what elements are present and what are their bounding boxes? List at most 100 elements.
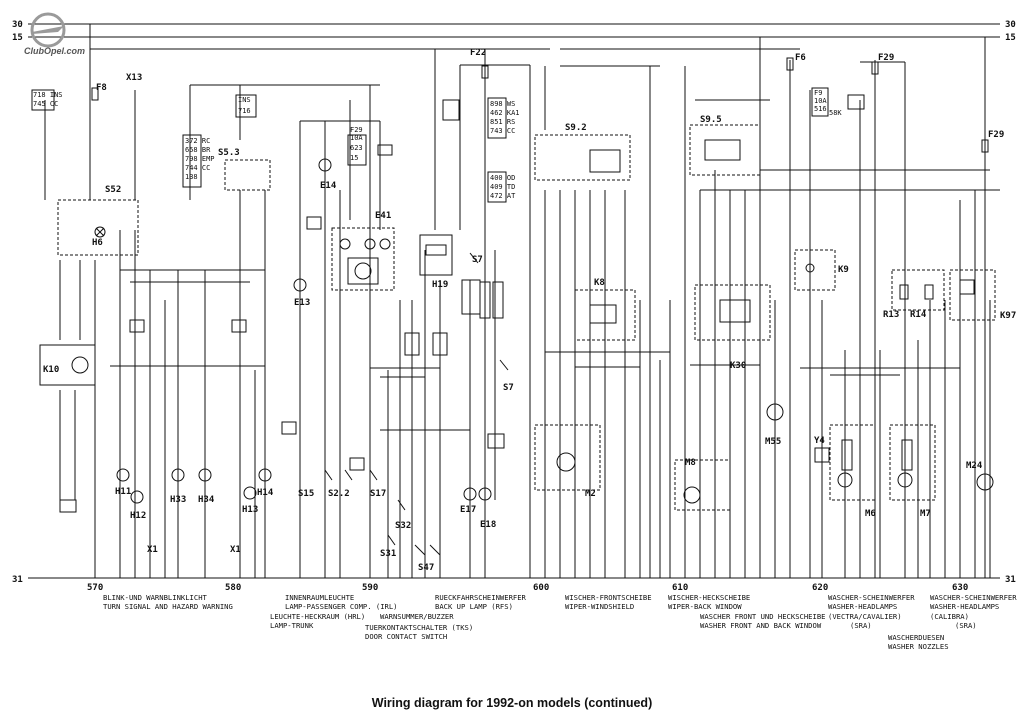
h33-label: H33 — [170, 495, 186, 505]
section-washer-hl2-line1: WASCHER-SCHEINWERFER — [930, 593, 1017, 602]
section-interior-line5: WARNSUMMER/BUZZER — [380, 612, 454, 621]
box-b3-line4: 744 CC — [185, 164, 210, 172]
s7-upper-label: S7 — [472, 255, 483, 265]
s17-label: S17 — [370, 489, 386, 499]
section-wiper-front-line2: WIPER-WINDSHIELD — [565, 602, 634, 611]
fuse-f6-label: F6 — [795, 53, 806, 63]
box-b5-line4: 743 CC — [490, 127, 515, 135]
e17-label: E17 — [460, 505, 476, 515]
box-b5-line1: 898 WS — [490, 100, 515, 108]
section-washer-hl2-line2: WASHER-HEADLAMPS — [930, 602, 999, 611]
section-570: 570 — [87, 583, 103, 593]
r13-label: R13 — [883, 310, 899, 320]
box-b7-line4: 58K — [829, 109, 842, 117]
section-interior-line7: DOOR CONTACT SWITCH — [365, 632, 447, 641]
s92-box — [534, 134, 631, 181]
m8-box — [674, 459, 731, 511]
s53-box — [224, 159, 271, 191]
rail-15-left-label: 15 — [12, 33, 23, 43]
e41-label: E41 — [375, 211, 391, 221]
section-interior-line1: INNENRAUMLEUCHTE — [285, 593, 354, 602]
k9-label: K9 — [838, 265, 849, 275]
m24-motor — [976, 473, 994, 491]
y4-label: Y4 — [814, 436, 825, 446]
box-b3-line5: 138 — [185, 173, 198, 181]
k10-label: K10 — [43, 365, 59, 375]
box-b3-line2: 658 BR — [185, 146, 211, 154]
m6-label: M6 — [865, 509, 876, 519]
section-washer-hl1-line3: (VECTRA/CAVALIER) — [828, 612, 902, 621]
fuse-f22-label: F22 — [470, 48, 486, 58]
watermark-text: ClubOpel.com — [24, 46, 86, 56]
box-b1-line1: 718 INS — [33, 91, 63, 99]
section-610: 610 — [672, 583, 688, 593]
k8-box — [574, 289, 636, 341]
r13-r14-box — [891, 269, 945, 311]
fuse-f29b-label: F29 — [988, 130, 1004, 140]
fuse-f29-label: F29 — [878, 53, 894, 63]
e13-label: E13 — [294, 298, 310, 308]
section-590: 590 — [362, 583, 378, 593]
section-turn-line2: TURN SIGNAL AND HAZARD WARNING — [103, 602, 233, 611]
rail-31-left-label: 31 — [12, 575, 23, 585]
diagram-caption: Wiring diagram for 1992-on models (conti… — [371, 696, 653, 710]
rail-30-left-label: 30 — [12, 20, 23, 30]
section-reverse-line2: BACK UP LAMP (RFS) — [435, 602, 513, 611]
section-nozzles-line1: WASCHERDUESEN — [888, 633, 944, 642]
box-b7-line2: 10A — [814, 97, 827, 105]
y4-valve — [814, 447, 830, 463]
m55-motor — [766, 403, 784, 421]
section-reverse-line1: RUECKFAHRSCHEINWERFER — [435, 593, 527, 602]
box-b1-line2: 745 CC — [33, 100, 58, 108]
section-washer-hl1-line2: WASHER-HEADLAMPS — [828, 602, 897, 611]
x1-left-label: X1 — [147, 545, 158, 555]
fuse-f8-label: F8 — [96, 83, 107, 93]
k30-label: K30 — [730, 361, 746, 371]
section-600: 600 — [533, 583, 549, 593]
section-wiper-front-line1: WISCHER-FRONTSCHEIBE — [565, 593, 652, 602]
k8-label: K8 — [594, 278, 605, 288]
h6-label: H6 — [92, 238, 103, 248]
m2-label: M2 — [585, 489, 596, 499]
s22-label: S2.2 — [328, 489, 350, 499]
s53-label: S5.3 — [218, 148, 240, 158]
h34-label: H34 — [198, 495, 215, 505]
x1-right-label: X1 — [230, 545, 241, 555]
m55-label: M55 — [765, 437, 781, 447]
box-b2-line2: 716 — [238, 107, 251, 115]
k30-box — [694, 284, 771, 341]
box-b3-line1: 372 RC — [185, 137, 210, 145]
k10-box — [39, 344, 96, 386]
section-turn-line1: BLINK-UND WARNBLINKLICHT — [103, 593, 208, 602]
s95-label: S9.5 — [700, 115, 722, 125]
section-wiper-back-line2: WIPER-BACK WINDOW — [668, 602, 742, 611]
box-b4-line4: 15 — [350, 154, 358, 162]
box-b6-line3: 472 AT — [490, 192, 516, 200]
section-washer-hl1-line1: WASCHER-SCHEINWERFER — [828, 593, 915, 602]
m7-box — [889, 424, 936, 501]
h13-label: H13 — [242, 505, 258, 515]
m7-label: M7 — [920, 509, 931, 519]
box-b5-line2: 462 KA1 — [490, 109, 520, 117]
x13-label: X13 — [126, 73, 142, 83]
section-nozzles-line2: WASHER NOZZLES — [888, 642, 949, 651]
s32-label: S32 — [395, 521, 411, 531]
s15-label: S15 — [298, 489, 314, 499]
k97-box — [949, 269, 996, 321]
box-b6-line1: 400 OD — [490, 174, 515, 182]
k9-box — [794, 249, 836, 291]
rail-15-right-label: 15 — [1005, 33, 1016, 43]
section-wiper-back-line1: WISCHER-HECKSCHEIBE — [668, 593, 750, 602]
section-620: 620 — [812, 583, 828, 593]
section-washer-hl1-line4: (SRA) — [850, 621, 872, 630]
box-b4-line2: 10A — [350, 134, 363, 142]
m2-box — [534, 424, 601, 491]
section-washer-hl2-line4: (SRA) — [955, 621, 977, 630]
h12-label: H12 — [130, 511, 146, 521]
s31-label: S31 — [380, 549, 396, 559]
section-interior-line3: LEUCHTE-HECKRAUM (HRL) — [270, 612, 365, 621]
box-b6-line2: 409 TD — [490, 183, 515, 191]
h19-box — [419, 234, 453, 276]
r14-label: R14 — [910, 310, 927, 320]
